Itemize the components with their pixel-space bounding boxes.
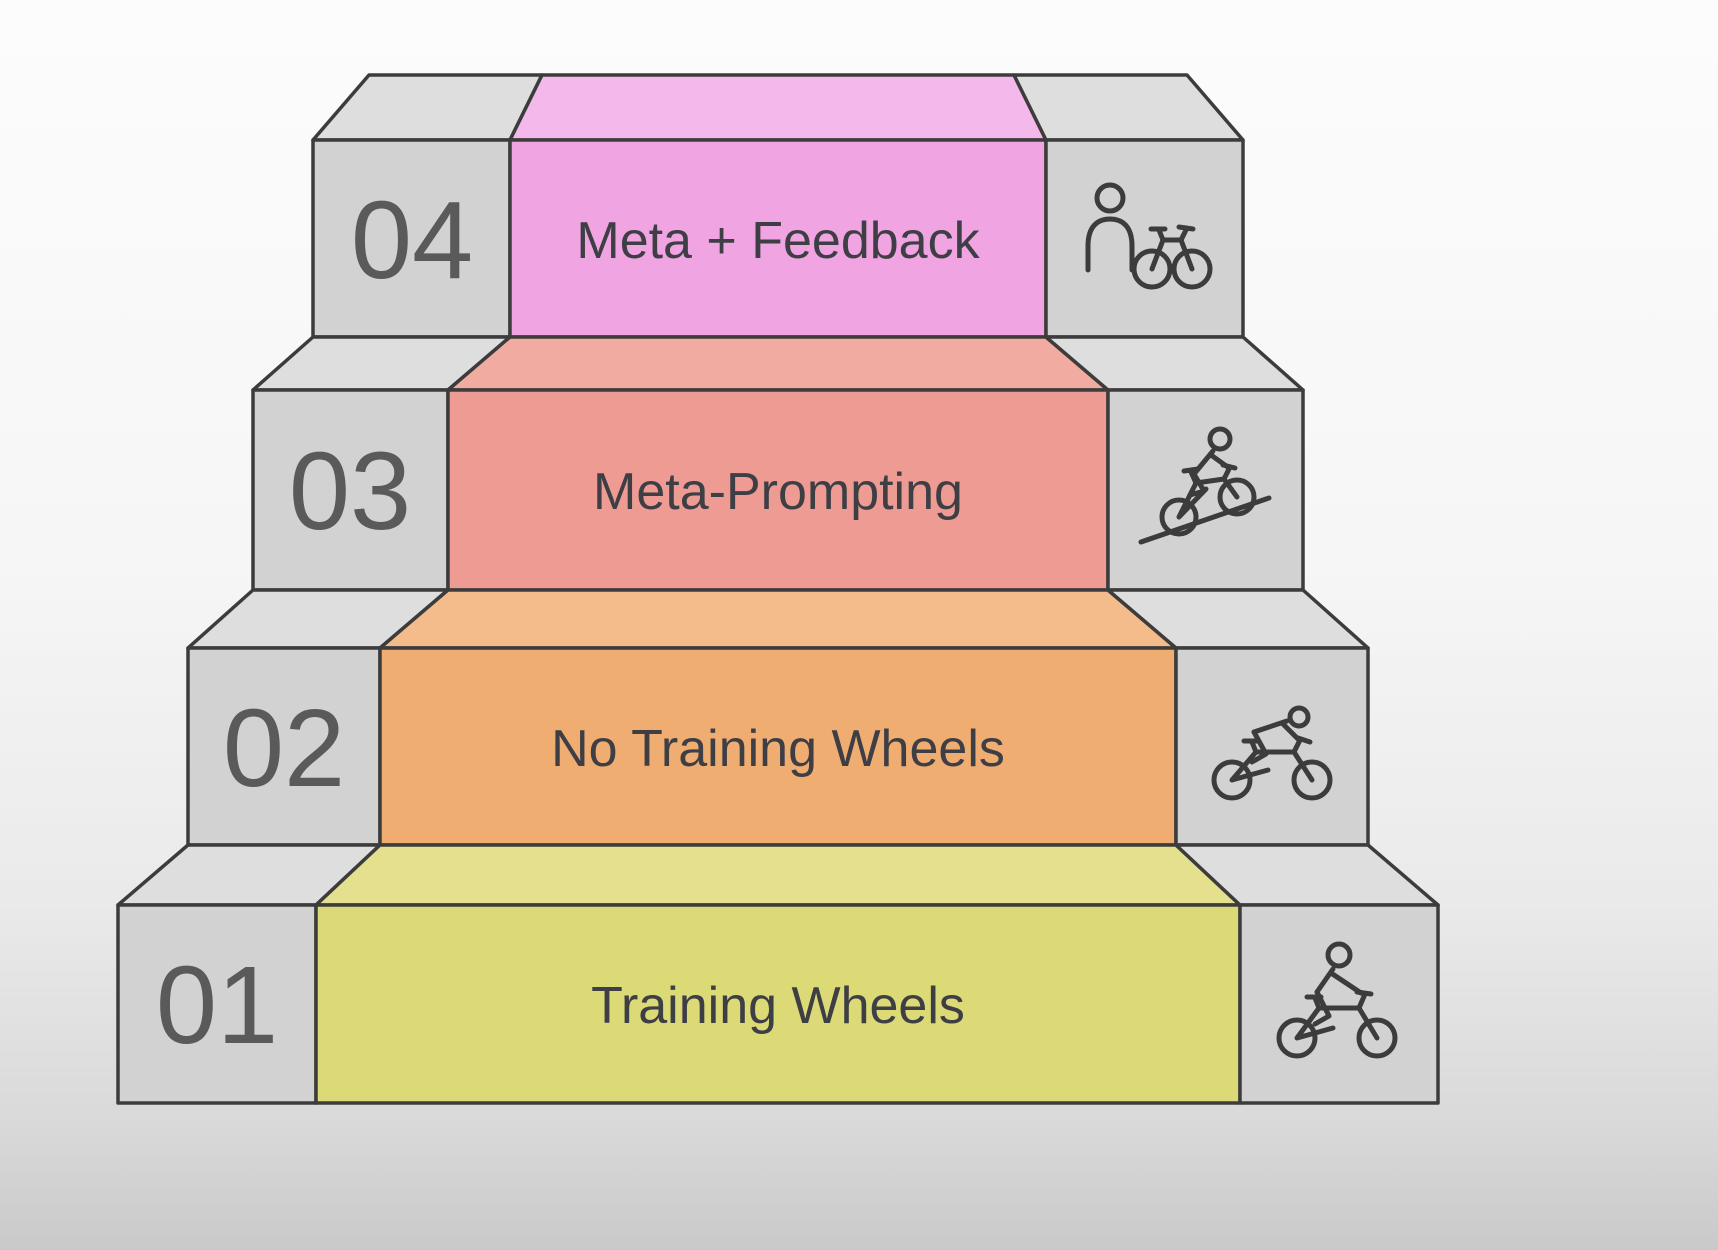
step-4-number: 04 (351, 179, 473, 302)
step-1-icon-block (1238, 903, 1440, 1105)
step-2: 02 No Training Wheels (186, 588, 1370, 847)
step-3-number: 03 (289, 430, 411, 553)
step-2-icon-block (1174, 646, 1370, 847)
cyclist-riding-uphill-icon (1138, 426, 1272, 545)
step-4-top-face-right (1012, 73, 1245, 142)
step-4-top-face-left (311, 73, 544, 142)
step-3-label: Meta-Prompting (593, 463, 963, 521)
person-with-bicycle-icon (1085, 182, 1213, 290)
step-2-label: No Training Wheels (551, 720, 1005, 778)
step-3: 03 Meta-Prompting (251, 335, 1305, 592)
step-1-top-face-center (314, 843, 1242, 907)
step-1-number: 01 (156, 944, 278, 1067)
step-1-label: Training Wheels (591, 977, 965, 1035)
cyclist-leaning-forward-icon (1211, 705, 1333, 801)
step-2-number: 02 (223, 687, 345, 810)
step-3-top-face-center (446, 335, 1110, 392)
step-4-label: Meta + Feedback (576, 212, 980, 270)
cyclist-upright-icon (1276, 941, 1398, 1059)
step-2-top-face-center (378, 588, 1178, 650)
step-4-icon-block (1044, 138, 1245, 339)
step-1: 01 Training Wheels (116, 843, 1440, 1105)
step-4: 04 Meta + Feedback (311, 73, 1245, 339)
step-4-top-face-center (508, 73, 1048, 142)
